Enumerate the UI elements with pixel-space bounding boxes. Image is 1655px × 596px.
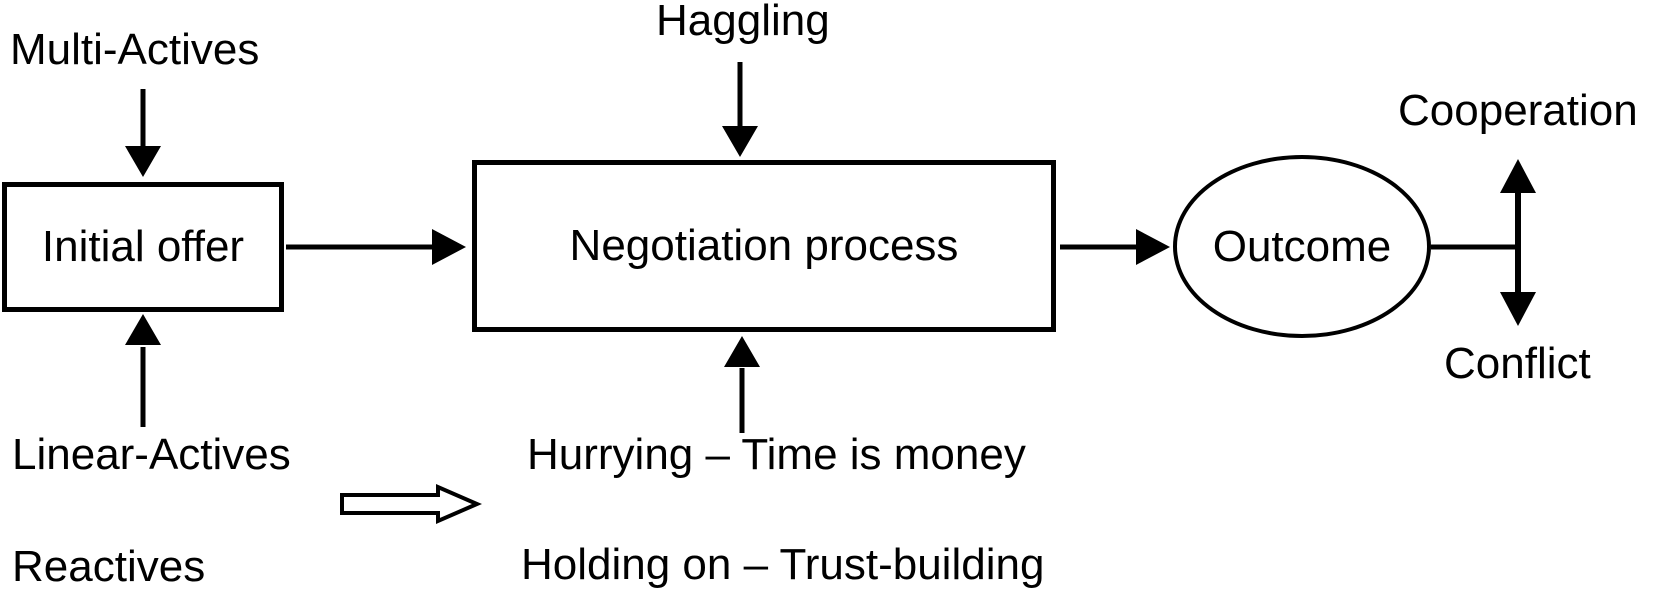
right-arrow-negotiation-to-outcome-icon — [1060, 229, 1170, 265]
node-negotiation-process-label: Negotiation process — [569, 221, 959, 270]
right-arrow-initial-offer-to-negotiation-icon — [286, 229, 466, 265]
label-multi-actives: Multi-Actives — [10, 25, 260, 74]
label-hurrying-time-is-money: Hurrying – Time is money — [527, 430, 1026, 479]
down-arrow-multi-actives-to-initial-offer-icon — [125, 89, 161, 177]
label-cooperation: Cooperation — [1398, 86, 1638, 135]
node-negotiation-process: Negotiation process — [472, 160, 1056, 332]
up-arrow-linear-actives-to-initial-offer-icon — [125, 314, 161, 427]
label-linear-actives: Linear-Actives — [12, 430, 291, 479]
hollow-right-arrow-icon — [340, 483, 483, 525]
double-arrow-cooperation-conflict-icon — [1500, 159, 1536, 326]
label-holding-on-trust-building: Holding on – Trust-building — [521, 540, 1045, 589]
up-arrow-hurrying-to-negotiation-icon — [724, 336, 760, 433]
label-haggling: Haggling — [656, 0, 830, 45]
node-initial-offer-label: Initial offer — [41, 222, 245, 271]
node-outcome-label: Outcome — [1212, 221, 1392, 271]
node-initial-offer: Initial offer — [2, 182, 284, 312]
label-conflict: Conflict — [1444, 339, 1591, 388]
node-outcome: Outcome — [1173, 155, 1431, 338]
label-reactives: Reactives — [12, 542, 206, 591]
down-arrow-haggling-to-negotiation-icon — [722, 62, 758, 157]
